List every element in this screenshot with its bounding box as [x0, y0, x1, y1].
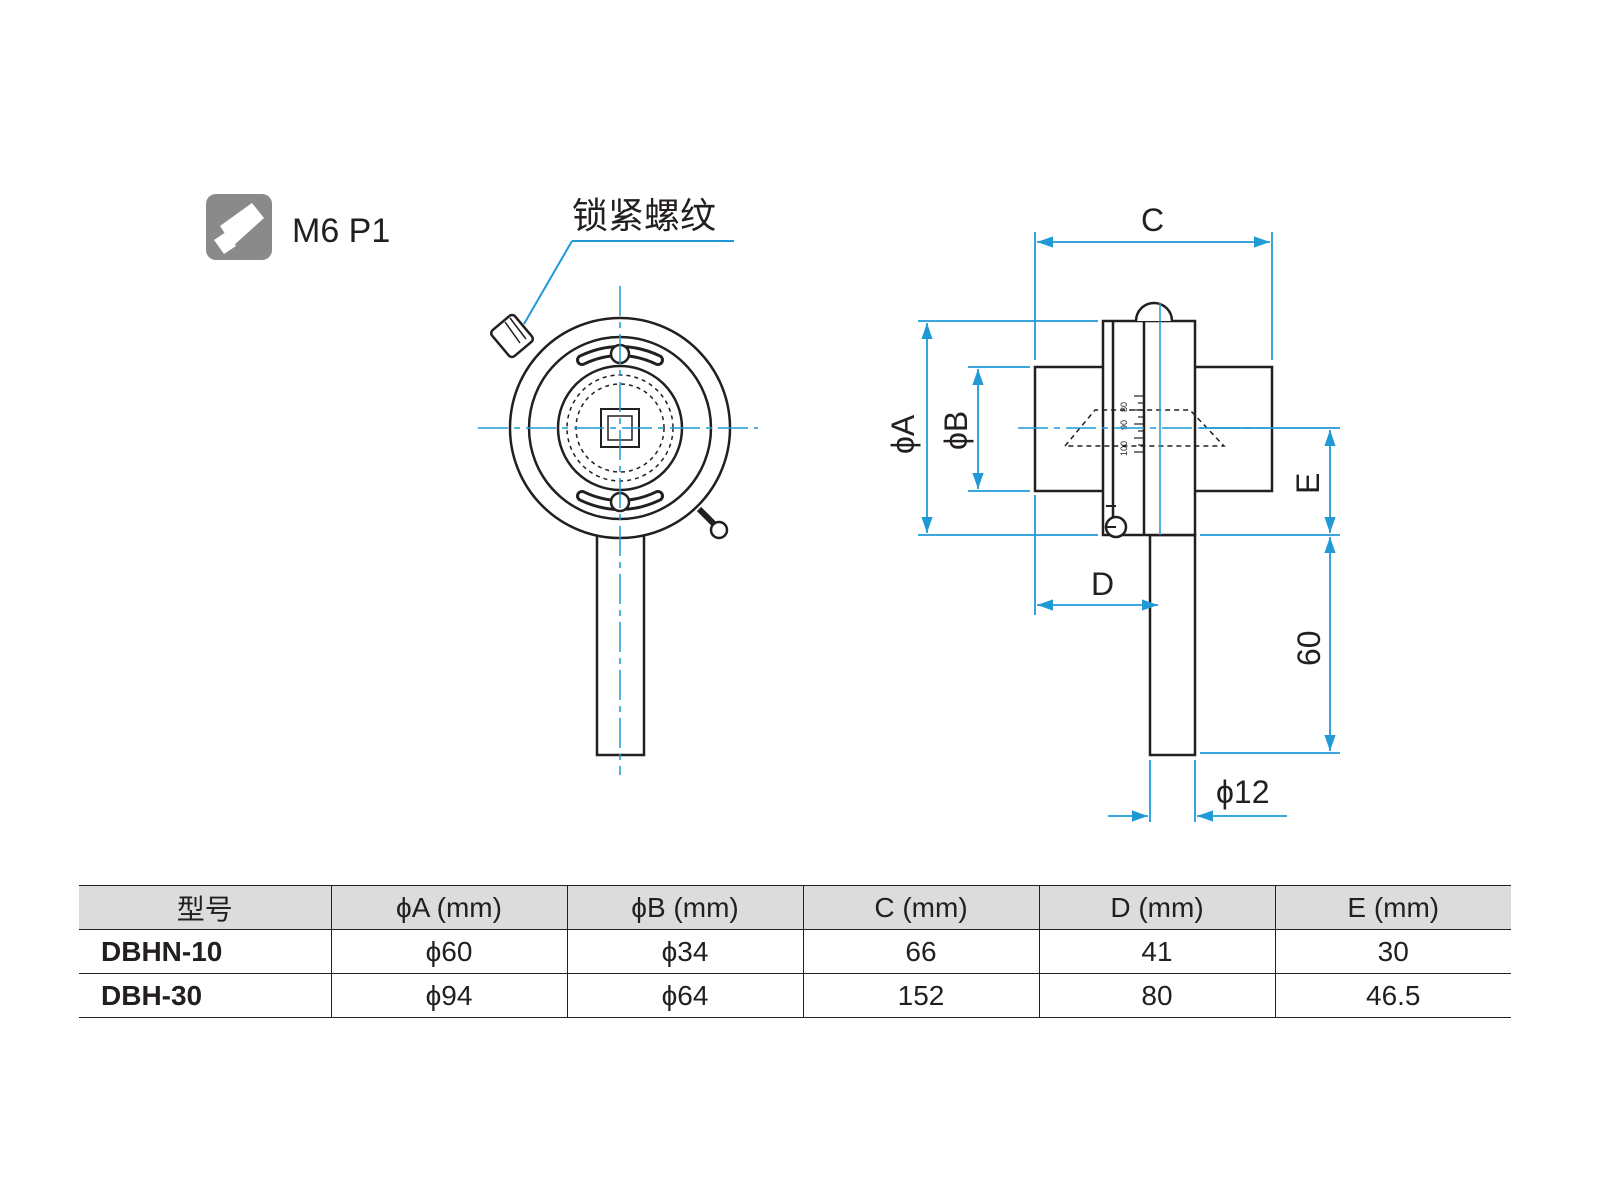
cell-c: 152 — [802, 973, 1039, 1018]
table-header-row: 型号 ϕA (mm) ϕB (mm) C (mm) D (mm) E (mm) — [79, 885, 1511, 930]
lock-thread-callout: 锁紧螺纹 — [572, 196, 716, 237]
cell-phi-a: ϕ60 — [330, 929, 567, 974]
dimension-e-label: E — [1290, 473, 1326, 494]
dimension-d-label: D — [1091, 566, 1114, 602]
front-view-centerlines — [478, 286, 758, 775]
side-view — [1033, 301, 1274, 757]
thread-tap-icon — [206, 194, 272, 260]
header-model: 型号 — [79, 885, 331, 930]
spec-table: 型号 ϕA (mm) ϕB (mm) C (mm) D (mm) E (mm) … — [79, 885, 1511, 1018]
header-phi-b: ϕB (mm) — [566, 885, 803, 930]
cell-d: 80 — [1038, 973, 1275, 1018]
scale-mark-100: 100 — [1119, 441, 1129, 456]
cell-c: 66 — [802, 929, 1039, 974]
header-c: C (mm) — [802, 885, 1039, 930]
cell-e: 46.5 — [1274, 973, 1511, 1018]
cell-phi-b: ϕ64 — [566, 973, 803, 1018]
dimension-rod-diameter-label: ϕ12 — [1216, 774, 1270, 810]
dimension-lines — [918, 232, 1340, 822]
table-row: DBH-30 ϕ94 ϕ64 152 80 46.5 — [79, 973, 1511, 1018]
thread-spec-label: M6 P1 — [292, 212, 390, 250]
front-view — [489, 313, 732, 757]
cell-model: DBH-30 — [79, 973, 331, 1018]
dimension-c-label: C — [1141, 202, 1164, 238]
cell-e: 30 — [1274, 929, 1511, 974]
header-d: D (mm) — [1038, 885, 1275, 930]
dimension-rod-length-label: 60 — [1291, 630, 1327, 666]
dimension-phi-b-label: ϕB — [938, 411, 974, 450]
lock-thread-leader — [523, 240, 734, 325]
dimension-phi-a-label: ϕA — [885, 414, 921, 454]
table-row: DBHN-10 ϕ60 ϕ34 66 41 30 — [79, 929, 1511, 974]
header-phi-a: ϕA (mm) — [330, 885, 567, 930]
cell-phi-b: ϕ34 — [566, 929, 803, 974]
scale-marks: 100 90 80 — [1119, 402, 1129, 456]
header-e: E (mm) — [1274, 885, 1511, 930]
cell-phi-a: ϕ94 — [330, 973, 567, 1018]
dimension-labels: C ϕA ϕB E D 60 ϕ12 — [885, 202, 1327, 810]
cell-d: 41 — [1038, 929, 1275, 974]
scale-mark-90: 90 — [1119, 420, 1129, 430]
scale-mark-80: 80 — [1119, 402, 1129, 412]
cell-model: DBHN-10 — [79, 929, 331, 974]
